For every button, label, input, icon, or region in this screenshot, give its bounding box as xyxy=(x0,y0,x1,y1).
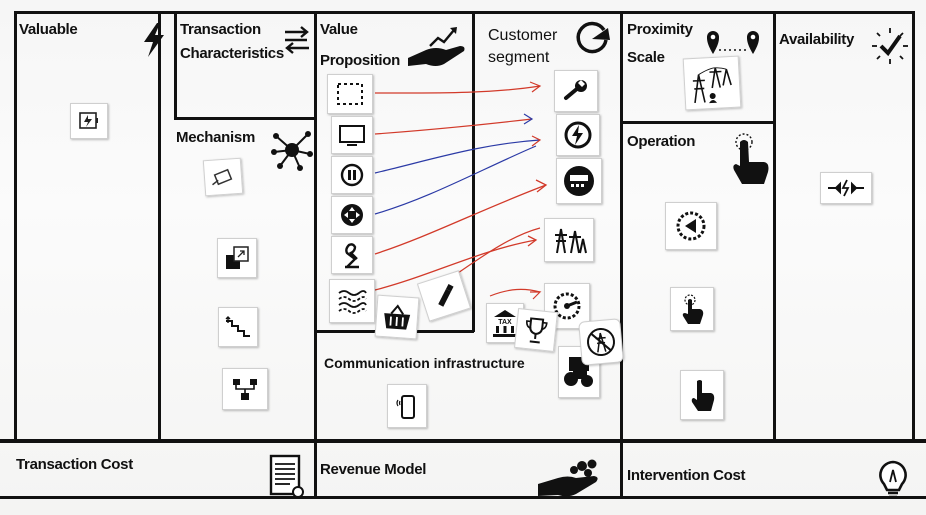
mechanism-card-stairs[interactable] xyxy=(218,307,258,347)
section-proximity-scale-line1: Proximity xyxy=(627,21,693,38)
grid-line xyxy=(0,496,926,499)
route-icon xyxy=(345,243,359,269)
mechanism-card-resize[interactable] xyxy=(217,238,257,278)
pause-icon xyxy=(340,163,364,187)
grid-line xyxy=(314,11,317,499)
vp-card-gamepad[interactable] xyxy=(331,196,373,234)
no-power-pylon-icon xyxy=(587,328,615,356)
cs-card-meter[interactable] xyxy=(556,158,602,204)
pointing-hand-icon xyxy=(691,380,715,411)
power-bolt-icon xyxy=(564,121,592,149)
battery-charge-icon xyxy=(79,112,98,129)
vp-card-selection[interactable] xyxy=(327,74,373,114)
comm-card-phone[interactable] xyxy=(387,384,427,428)
section-operation: Operation xyxy=(627,133,696,150)
availability-card-disconnect[interactable] xyxy=(820,172,872,204)
resize-square-icon xyxy=(226,246,249,269)
mobile-phone-icon xyxy=(396,395,415,419)
operation-card-rewind[interactable] xyxy=(665,202,717,250)
screen-icon xyxy=(339,125,365,146)
hand-growth-icon xyxy=(406,24,470,73)
valuable-card[interactable] xyxy=(70,103,108,139)
grid-line xyxy=(0,439,926,443)
section-intervention-cost: Intervention Cost xyxy=(627,467,746,484)
cs-card-power[interactable] xyxy=(556,114,600,156)
refresh-circle-icon xyxy=(571,18,613,65)
grid-line xyxy=(14,11,17,441)
section-customer-segment-line2: segment xyxy=(488,49,550,66)
rewind-dial-icon xyxy=(676,211,706,241)
cs-card-no-pylon[interactable] xyxy=(578,318,624,366)
section-proximity-scale-line2: Scale xyxy=(627,49,665,66)
section-transaction-characteristics-line1: Transaction xyxy=(180,21,261,38)
operation-card-point[interactable] xyxy=(680,370,724,420)
pylon-network-icon xyxy=(692,67,732,104)
selection-frame-icon xyxy=(337,83,363,105)
stairs-icon xyxy=(225,316,250,337)
vp-card-basket[interactable] xyxy=(374,294,420,340)
grid-line xyxy=(912,11,915,442)
section-revenue-model: Revenue Model xyxy=(320,461,427,478)
section-transaction-cost: Transaction Cost xyxy=(16,456,133,473)
vp-card-route[interactable] xyxy=(331,236,373,274)
section-value-proposition-line2: Proposition xyxy=(320,52,401,69)
vp-card-screen[interactable] xyxy=(331,116,373,154)
disconnect-plug-icon xyxy=(828,179,864,197)
vp-card-usb[interactable] xyxy=(416,270,472,322)
network-nodes-icon xyxy=(270,128,314,177)
grid-line xyxy=(158,11,161,441)
section-communication-infrastructure: Communication infrastructure xyxy=(324,355,525,371)
swap-arrows-icon xyxy=(282,26,312,61)
proximity-card-pylons[interactable] xyxy=(682,55,742,111)
grid-line xyxy=(174,11,177,119)
section-value-proposition-line1: Value xyxy=(320,21,358,38)
grid-line xyxy=(472,14,475,332)
meter-icon xyxy=(212,168,233,186)
tap-finger-icon xyxy=(682,294,704,324)
flow-chart-icon xyxy=(233,379,257,400)
cs-card-trophy[interactable] xyxy=(514,308,558,352)
power-pylons-icon xyxy=(555,228,587,254)
section-customer-segment-line1: Customer xyxy=(488,27,558,44)
section-mechanism: Mechanism xyxy=(176,129,255,146)
grid-line xyxy=(620,121,775,124)
grid-line xyxy=(620,14,623,499)
lightning-icon xyxy=(140,22,168,63)
touch-hand-icon xyxy=(728,132,772,191)
section-transaction-characteristics-line2: Characteristics xyxy=(180,45,284,62)
section-valuable: Valuable xyxy=(19,21,78,38)
basket-icon xyxy=(384,304,411,330)
lightbulb-icon xyxy=(876,460,910,505)
mechanism-card-meter[interactable] xyxy=(202,157,244,197)
smart-meter-icon xyxy=(564,166,594,196)
trophy-icon xyxy=(526,317,548,344)
location-pins-icon xyxy=(705,28,767,61)
wrench-icon xyxy=(564,80,587,100)
mechanism-card-flow[interactable] xyxy=(222,368,268,410)
checkmark-burst-icon xyxy=(870,26,910,71)
cs-card-pylons[interactable] xyxy=(544,218,594,262)
vp-card-heatwave[interactable] xyxy=(329,279,375,323)
tax-building-icon: TAX xyxy=(493,310,517,337)
tax-label: TAX xyxy=(498,319,512,326)
document-icon xyxy=(268,454,304,503)
section-availability: Availability xyxy=(779,31,855,48)
grid-line xyxy=(773,14,776,442)
operation-card-tap[interactable] xyxy=(670,287,714,331)
grid-line xyxy=(14,11,914,14)
hand-coins-icon xyxy=(536,458,606,503)
grid-line xyxy=(174,117,317,120)
heat-wave-icon xyxy=(338,290,367,314)
cs-card-wrench[interactable] xyxy=(554,70,598,112)
gauge-icon xyxy=(553,292,581,320)
vp-card-pause[interactable] xyxy=(331,156,373,194)
usb-plug-icon xyxy=(438,284,454,307)
gamepad-icon xyxy=(341,204,363,226)
